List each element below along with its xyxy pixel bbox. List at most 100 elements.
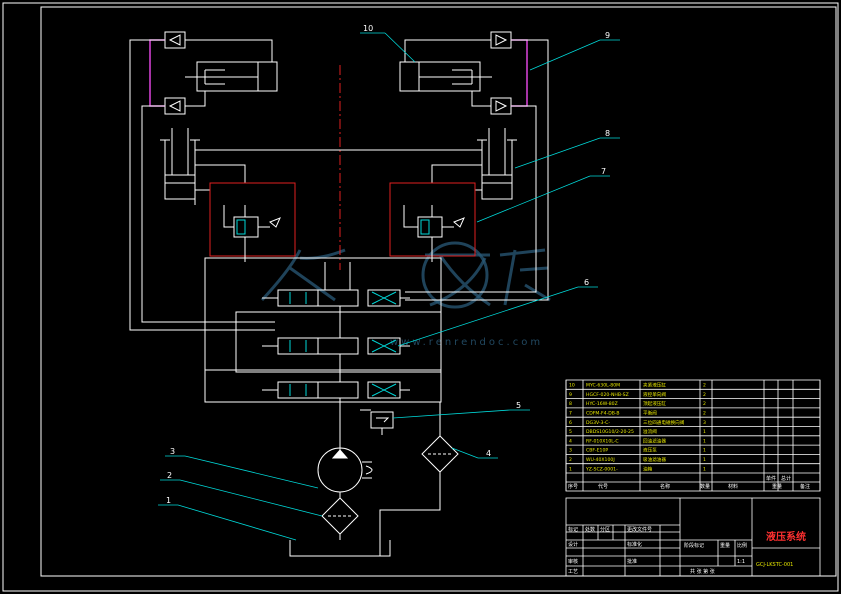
tb-approve: 批准 [627,558,637,565]
bom-name: 溢流阀 [643,428,657,435]
bom-no: 6 [569,420,572,426]
relief-valve [370,411,394,435]
bom-no: 3 [569,448,572,454]
bom-header-cell: 重量 [772,483,782,490]
return-filter [379,402,459,556]
callout-2: 2 [167,471,172,480]
check-valve-top-right [490,31,512,49]
upper-piping [129,39,549,331]
bom-no: 8 [569,401,572,407]
bom-no: 7 [569,411,572,417]
tb-sheets: 共 张 第 张 [690,568,715,575]
bom-qty: 3 [703,420,706,426]
bom-name: 三位四通电磁换向阀 [643,419,685,426]
bom-code: YZ-SCZ-0001- [585,466,618,472]
bom-code: HYC-16W-80Z [586,401,618,407]
bom-code: CBF-E10P [586,448,608,454]
callout-9: 9 [605,31,610,40]
bom-code: RF-010X10L-C [586,438,619,444]
pilot-line-left [149,39,165,107]
lift-piping [194,149,482,205]
tb-std: 标准化 [627,541,642,548]
tb-count: 处数 [585,526,595,533]
lift-cylinder-right [477,128,517,200]
callout-10: 10 [363,24,373,33]
pilot-line-right [511,39,528,107]
bom-code: HGCF-020-NHB-SZ [586,392,629,398]
callout-8: 8 [605,129,610,138]
bom-header-cell: 材料 [728,483,738,490]
bom-no: 2 [569,457,572,463]
bom-qty: 1 [703,429,706,435]
inner-frame [40,6,837,577]
check-valve-bottom-left [164,97,186,115]
bom-code: MYC-630L-80M [586,383,620,389]
callout-3: 3 [170,447,175,456]
bom-header-cell: 总计 [781,475,791,482]
bom-name: 吸油滤油器 [643,456,666,463]
bom-qty: 2 [703,411,706,417]
bom-header-cell: 代号 [598,483,608,490]
directional-valve-3 [262,381,410,399]
oil-tank [289,540,391,557]
bom-no: 10 [569,383,575,389]
bom-header-cell: 单件 [766,475,776,482]
bom-header-cell: 序号 [568,483,578,490]
tb-mark: 标记 [568,526,578,533]
callout-5: 5 [516,401,521,410]
balance-valve-right [389,182,476,262]
tb-review: 审核 [568,558,578,565]
bom-no: 4 [569,438,572,444]
clamp-cylinder-right [399,61,492,92]
balance-valve-left [209,182,296,262]
bom-no: 1 [569,466,572,472]
callout-6: 6 [584,278,589,287]
bom-no: 5 [569,429,572,435]
drawing-title: 液压系统 [766,530,806,543]
clamp-cylinder-left [185,61,278,92]
bom-qty: 2 [703,383,706,389]
bom-table: 10 MYC-630L-80M 夹紧液压缸 2 9 HGCF-020-NHB-SZ 液控单向… [565,379,821,492]
tb-stage: 阶段标记 [684,542,704,549]
bom-name: 液压泵 [643,447,657,454]
bom-code: CDFM-F4-DB-B [586,411,620,417]
callouts: 10 9 8 7 6 5 4 3 2 1 [158,24,620,541]
bom-qty: 1 [703,438,706,444]
suction-filter [321,492,359,540]
drawing-code: GCJ-LKSTC-001 [756,562,793,568]
check-valve-top-left [164,31,186,49]
bom-code: WU-40X100J [586,457,615,463]
callout-7: 7 [601,167,606,176]
bom-header-cell: 名称 [660,483,670,490]
tb-change: 更改文件号 [627,526,652,533]
tb-design: 设计 [568,541,578,548]
bom-qty: 2 [703,392,706,398]
lift-cylinder-left [160,128,200,200]
bom-name: 回油滤油器 [643,437,666,444]
callout-1: 1 [166,496,171,505]
tb-zone: 分区 [600,526,610,533]
tb-scale: 比例 [737,542,747,549]
bom-name: 顶起液压缸 [643,400,666,407]
callout-4: 4 [486,449,491,458]
bom-name: 平衡阀 [643,410,657,417]
directional-valve-2 [262,337,410,355]
bom-name: 液控单向阀 [643,391,666,398]
watermark-logo: www.renrendoc.com [260,241,551,348]
bom-qty: 1 [703,466,706,472]
hydraulic-pump [317,447,373,493]
directional-valve-1 [262,289,410,307]
watermark-text: www.renrendoc.com [390,337,543,348]
bom-header-cell: 数量 [700,483,710,490]
bom-name: 油箱 [643,465,653,472]
bom-qty: 1 [703,457,706,463]
bom-qty: 2 [703,401,706,407]
check-valve-bottom-right [490,97,512,115]
valve-bank [204,257,442,403]
tb-scale-value: 1:1 [737,559,745,565]
bom-no: 9 [569,392,572,398]
bom-name: 夹紧液压缸 [643,382,666,389]
bom-code: DBDS10G10/2-20-25 [586,429,634,435]
bom-header-cell: 备注 [800,483,810,490]
